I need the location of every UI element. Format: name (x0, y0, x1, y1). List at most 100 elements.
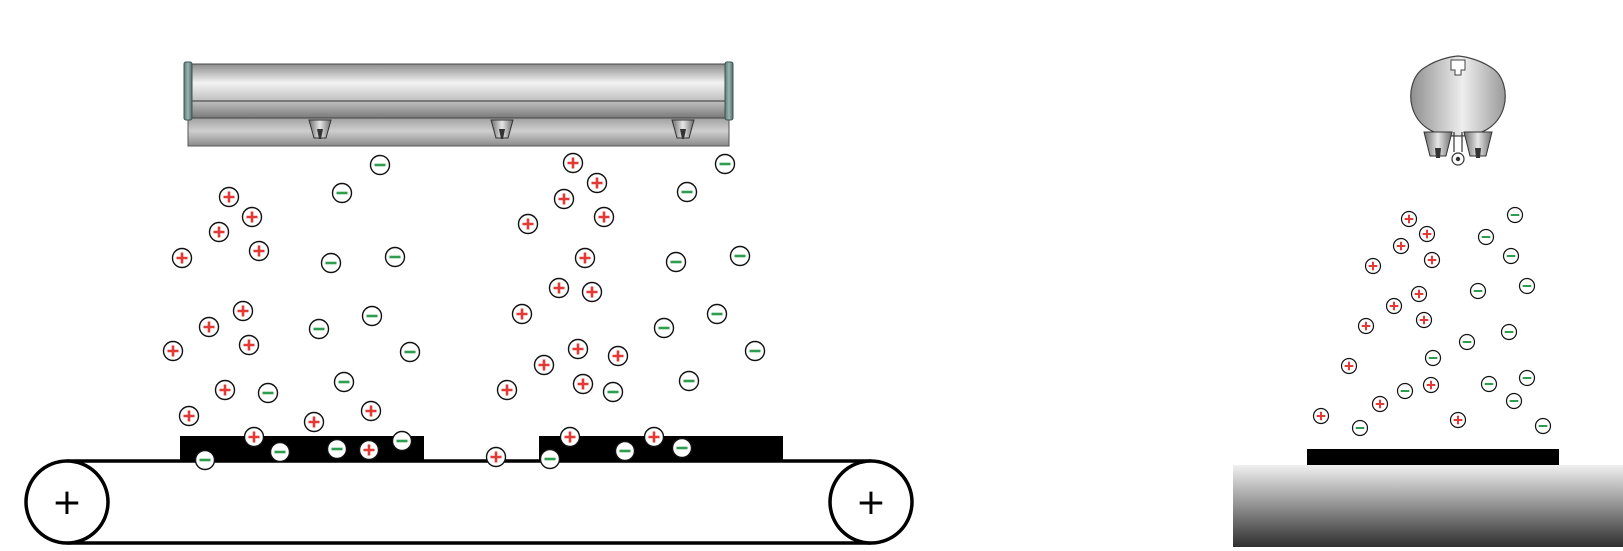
negative-ion (729, 245, 751, 267)
negative-ion (1351, 419, 1369, 437)
positive-ion (1340, 357, 1358, 375)
negative-ion (614, 440, 636, 462)
positive-ion (533, 354, 555, 376)
positive-ion (1400, 210, 1418, 228)
negative-ion (384, 246, 406, 268)
negative-ion (539, 448, 561, 470)
positive-ion (178, 405, 200, 427)
positive-ion (559, 426, 581, 448)
negative-ion (706, 303, 728, 325)
ionizer-bar-tube (187, 63, 730, 119)
positive-ion (607, 345, 629, 367)
positive-ion (232, 300, 254, 322)
ionizer-bar-cap-right (724, 61, 734, 121)
negative-ion (269, 441, 291, 463)
ionizer-head-icon (1410, 55, 1506, 166)
positive-ion (208, 221, 230, 243)
ionizer-nozzle (490, 119, 514, 139)
negative-ion (326, 438, 348, 460)
positive-ion (485, 446, 507, 468)
positive-ion (360, 400, 382, 422)
negative-ion (369, 154, 391, 176)
ionizer-head-body (1410, 55, 1506, 137)
negative-ion (678, 370, 700, 392)
negative-ion (361, 305, 383, 327)
conveyor-belt: + + (24, 436, 914, 545)
ionizer-bar-cap-left (183, 61, 193, 121)
positive-ion (358, 439, 380, 461)
ionizer-head-nozzle-left (1423, 131, 1453, 157)
negative-ion (308, 318, 330, 340)
ion-layer (162, 152, 1552, 471)
positive-ion (171, 247, 193, 269)
positive-ion (511, 303, 533, 325)
positive-ion (548, 277, 570, 299)
negative-ion (714, 153, 736, 175)
positive-ion (1449, 411, 1467, 429)
workpiece-left (180, 436, 424, 461)
negative-ion (1477, 228, 1495, 246)
ionizer-head-tip (1475, 148, 1481, 158)
negative-ion (1534, 417, 1552, 435)
negative-ion (257, 382, 279, 404)
negative-ion (1502, 247, 1520, 265)
roller-left-label: + (52, 482, 82, 523)
negative-ion (1480, 375, 1498, 393)
positive-ion (162, 340, 184, 362)
roller-right-label: + (856, 482, 886, 523)
negative-ion (1424, 349, 1442, 367)
negative-ion (1500, 323, 1518, 341)
negative-ion (1518, 369, 1536, 387)
ionizer-nozzle (671, 119, 695, 139)
negative-ion (194, 449, 216, 471)
negative-ion (1458, 333, 1476, 351)
positive-ion (1410, 285, 1428, 303)
positive-ion (553, 188, 575, 210)
negative-ion (1518, 277, 1536, 295)
positive-ion (238, 334, 260, 356)
ionizer-bar-base (187, 115, 730, 147)
ionizer-head-nozzle-right (1463, 131, 1493, 157)
positive-ion (198, 316, 220, 338)
ionizer-head-tip (1435, 148, 1441, 158)
positive-ion (572, 373, 594, 395)
negative-ion (399, 341, 421, 363)
positive-ion (496, 379, 518, 401)
positive-ion (243, 426, 265, 448)
positive-ion (581, 281, 603, 303)
positive-ion (586, 172, 608, 194)
table-workpiece (1307, 449, 1559, 465)
negative-ion (671, 437, 693, 459)
positive-ion (218, 186, 240, 208)
positive-ion (643, 426, 665, 448)
negative-ion (1505, 392, 1523, 410)
positive-ion (517, 213, 539, 235)
negative-ion (1396, 382, 1414, 400)
negative-ion (391, 430, 413, 452)
positive-ion (567, 338, 589, 360)
metal-table (1233, 465, 1623, 547)
negative-ion (676, 181, 698, 203)
positive-ion (1415, 311, 1433, 329)
positive-ion (1312, 407, 1330, 425)
metal-table-icon (1233, 449, 1623, 547)
positive-ion (1422, 376, 1440, 394)
negative-ion (665, 251, 687, 273)
positive-ion (1364, 257, 1382, 275)
negative-ion (320, 252, 342, 274)
positive-ion (303, 411, 325, 433)
ionizer-head-slot (1450, 59, 1466, 76)
positive-ion (1423, 251, 1441, 269)
negative-ion (602, 381, 624, 403)
ionizer-bar-icon (183, 61, 734, 147)
negative-ion (653, 317, 675, 339)
positive-ion (1385, 297, 1403, 315)
positive-ion (574, 247, 596, 269)
positive-ion (248, 240, 270, 262)
belt-roller-icon: + (828, 459, 914, 545)
positive-ion (593, 206, 615, 228)
ionizer-nozzle (308, 119, 332, 139)
negative-ion (1506, 206, 1524, 224)
